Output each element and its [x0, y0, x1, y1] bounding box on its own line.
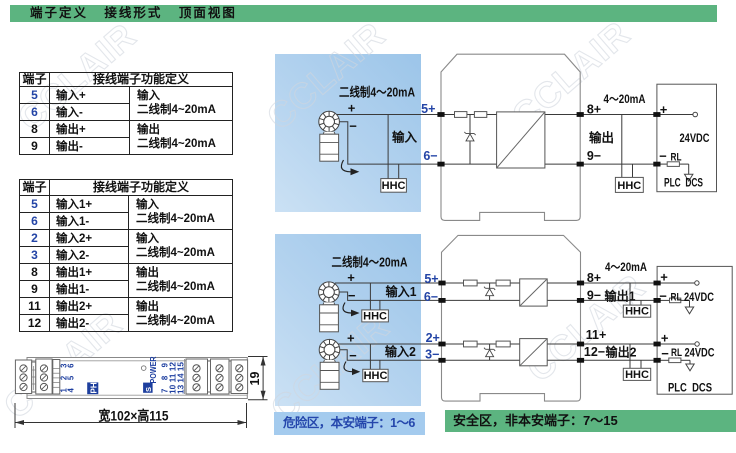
svg-text:输出1: 输出1 [605, 288, 636, 303]
svg-text:10 11 12: 10 11 12 [169, 361, 178, 394]
svg-text:输入2: 输入2 [385, 344, 416, 359]
svg-text:3−: 3− [425, 347, 439, 361]
svg-text:PH: PH [90, 382, 99, 393]
svg-text:PLC DCS: PLC DCS [664, 177, 703, 189]
svg-text:7 8 9: 7 8 9 [161, 362, 170, 393]
svg-text:HHC: HHC [625, 306, 649, 318]
svg-text:二线制4～20mA: 二线制4～20mA [339, 85, 415, 100]
svg-text:−: − [659, 289, 667, 304]
svg-text:24VDC: 24VDC [685, 348, 715, 360]
svg-text:13 14 15: 13 14 15 [177, 361, 186, 394]
svg-text:二线制4～20mA: 二线制4～20mA [332, 254, 408, 269]
svg-text:11+: 11+ [586, 328, 607, 342]
svg-text:8+: 8+ [587, 271, 601, 285]
svg-text:6−: 6− [423, 149, 437, 163]
svg-text:8+: 8+ [587, 103, 601, 117]
svg-text:+: + [660, 270, 668, 285]
svg-text:HHC: HHC [382, 180, 406, 192]
svg-text:输入1: 输入1 [386, 284, 417, 299]
svg-text:−: − [348, 288, 356, 303]
svg-text:1 2 3: 1 2 3 [60, 363, 69, 393]
svg-text:9−: 9− [587, 289, 601, 303]
svg-text:4～20mA: 4～20mA [605, 262, 647, 274]
svg-text:−: − [659, 149, 667, 164]
svg-text:HHC: HHC [625, 369, 649, 381]
svg-text:输出: 输出 [589, 130, 614, 145]
svg-text:6−: 6− [424, 290, 438, 304]
svg-text:PLC DCS: PLC DCS [668, 382, 712, 394]
svg-text:+: + [661, 331, 669, 346]
svg-text:12−: 12− [584, 345, 605, 359]
svg-text:24VDC: 24VDC [680, 133, 710, 145]
svg-text:−: − [349, 118, 357, 133]
svg-text:HHC: HHC [364, 370, 388, 382]
svg-text:HHC: HHC [363, 310, 387, 322]
svg-text:19: 19 [248, 372, 262, 386]
svg-text:+: + [660, 102, 668, 117]
svg-text:HHC: HHC [617, 180, 641, 192]
svg-text:RL: RL [671, 152, 682, 164]
svg-text:RL: RL [671, 347, 682, 359]
svg-text:2+: 2+ [426, 331, 440, 345]
svg-text:+: + [348, 101, 356, 116]
svg-text:4～20mA: 4～20mA [604, 94, 646, 106]
svg-text:−: − [661, 346, 669, 361]
svg-text:5+: 5+ [424, 272, 438, 286]
svg-text:24VDC: 24VDC [684, 292, 714, 304]
svg-text:9−: 9− [587, 149, 601, 163]
svg-text:4 5 6: 4 5 6 [67, 363, 76, 393]
svg-text:+: + [347, 270, 355, 285]
svg-text:输入: 输入 [392, 130, 418, 145]
svg-text:−: − [349, 348, 357, 363]
svg-text:POWER: POWER [149, 356, 158, 383]
svg-text:+: + [347, 330, 355, 345]
svg-text:S: S [144, 387, 153, 392]
svg-text:宽102×高115: 宽102×高115 [99, 408, 169, 424]
svg-text:5+: 5+ [421, 102, 435, 116]
svg-text:RL: RL [671, 292, 682, 304]
svg-text:输出2: 输出2 [606, 345, 637, 360]
